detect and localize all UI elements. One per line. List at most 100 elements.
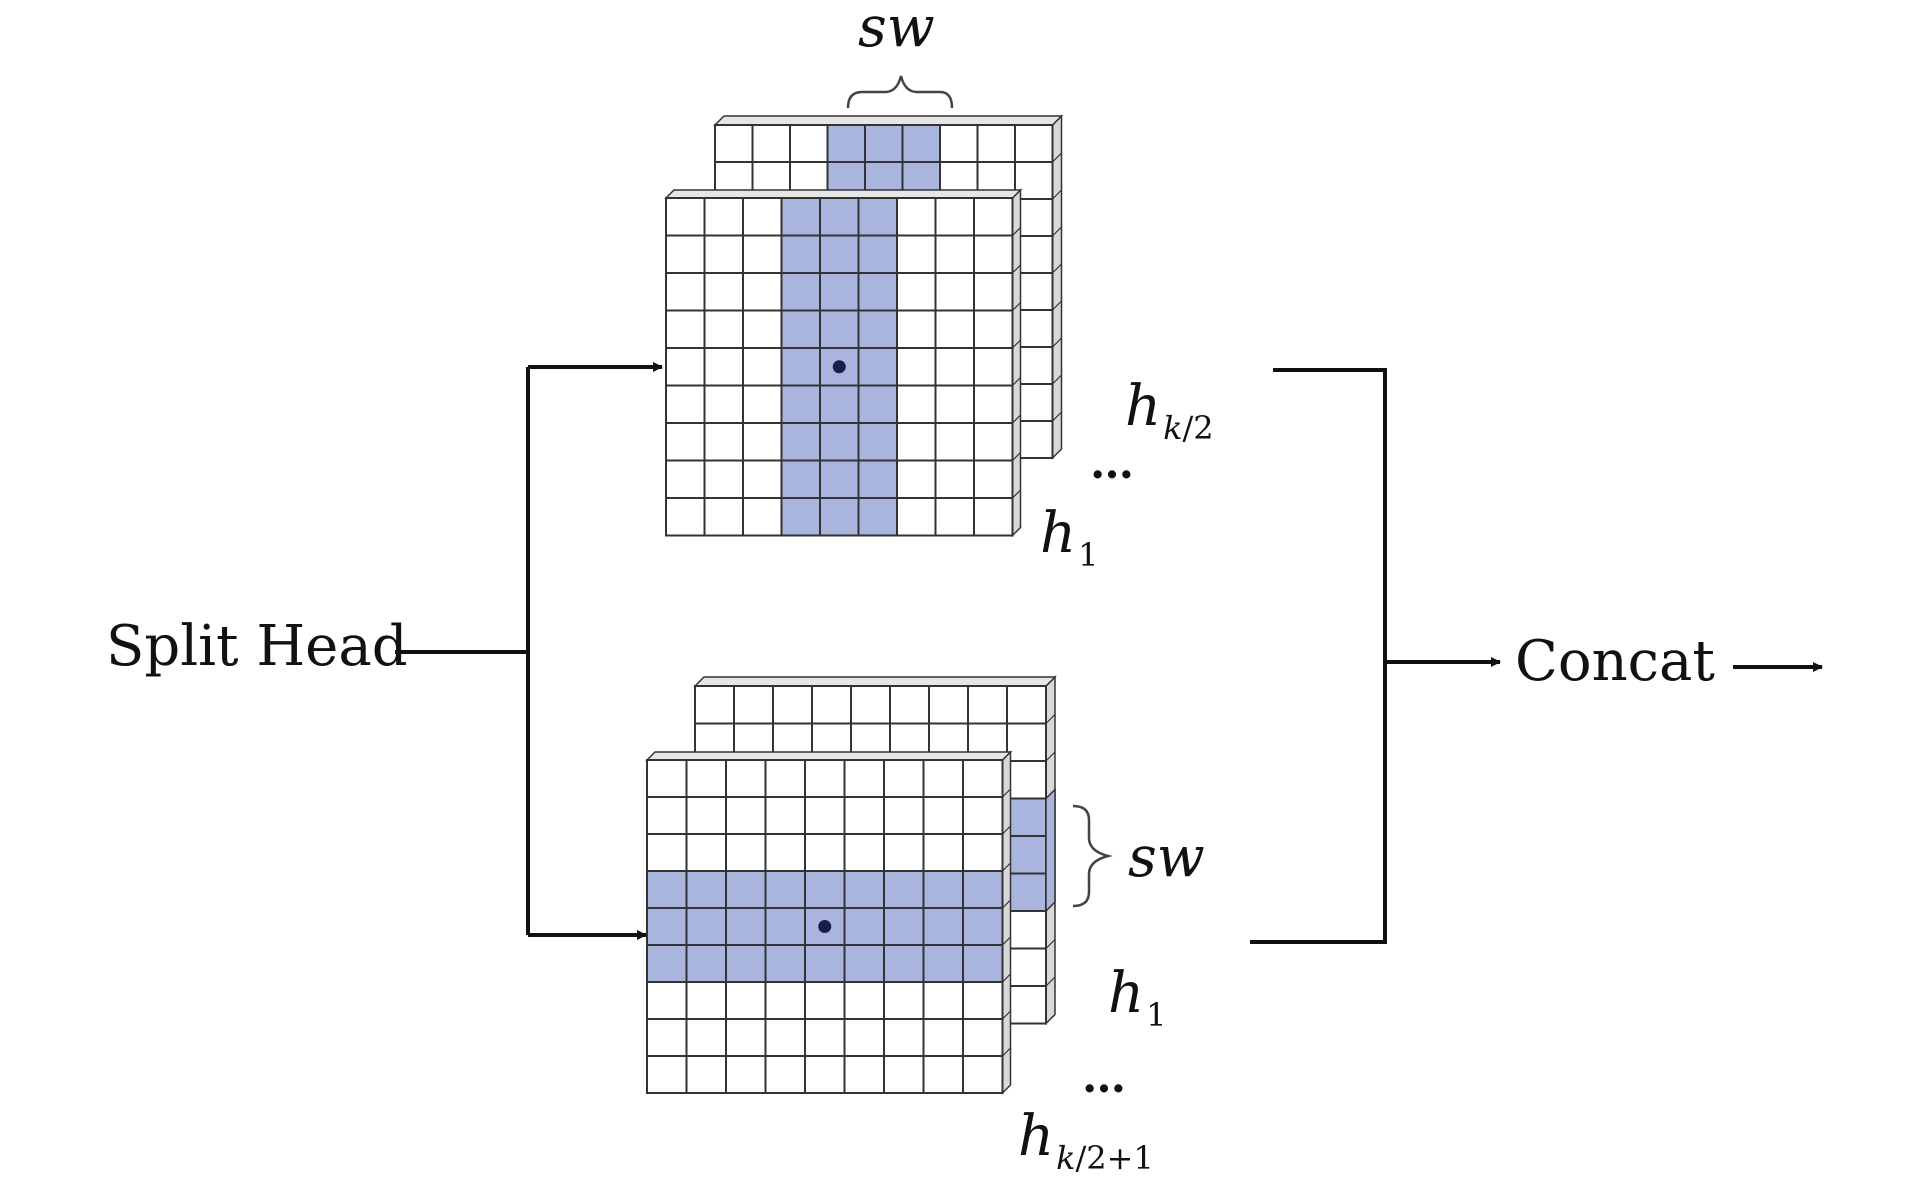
grid-cell — [703, 422, 744, 462]
grid-cell — [883, 759, 925, 798]
grid-cell-highlighted — [819, 197, 860, 237]
vertical-stripe-head-group — [664, 114, 1064, 538]
grid-cell-highlighted — [819, 272, 860, 312]
grid-cell — [665, 234, 706, 274]
grid-cell — [703, 272, 744, 312]
grid-cell — [1006, 947, 1047, 987]
grid-cell — [665, 384, 706, 424]
grid-cell — [694, 685, 735, 725]
grid-cell-highlighted — [780, 459, 821, 499]
grid-cell — [764, 981, 806, 1020]
grid-side-face — [1051, 114, 1063, 460]
grid-cell-highlighted — [857, 197, 898, 237]
grid-cell — [665, 459, 706, 499]
split-connector — [395, 362, 663, 940]
grid-cell — [976, 124, 1016, 163]
grid-cell — [922, 981, 964, 1020]
grid-cell — [934, 422, 975, 462]
grid-cell — [742, 347, 783, 387]
grid-side-line — [1012, 302, 1021, 311]
grid-cell — [646, 981, 688, 1020]
grid-cell-highlighted — [780, 234, 821, 274]
grid-cell — [1006, 722, 1047, 762]
horizontal-stripe-head-group — [645, 675, 1057, 1095]
grid-cell — [922, 796, 964, 835]
grid-cell-highlighted — [685, 944, 727, 983]
grid-cell — [973, 459, 1014, 499]
grid-cell-highlighted — [843, 944, 885, 983]
grid-cell-highlighted — [764, 944, 806, 983]
grid-cell — [843, 1055, 885, 1094]
grid-cell-highlighted — [857, 272, 898, 312]
grid-cell — [764, 833, 806, 872]
grid-cell-highlighted — [864, 124, 904, 163]
grid-cell — [883, 1055, 925, 1094]
grid-cell — [883, 1018, 925, 1057]
grid-cell-highlighted — [819, 234, 860, 274]
grid-cell — [804, 981, 846, 1020]
grid-cell — [934, 309, 975, 349]
grid-cell — [665, 347, 706, 387]
grid-cell-highlighted — [857, 422, 898, 462]
grid-cell — [939, 124, 979, 163]
grid-cell — [685, 1055, 727, 1094]
ellipsis-bottom: … — [1082, 1052, 1126, 1103]
grid-cell-highlighted — [780, 347, 821, 387]
grid-cell-highlighted — [819, 384, 860, 424]
grid-cell — [742, 309, 783, 349]
grid-cell-highlighted — [883, 870, 925, 909]
grid-cell — [665, 309, 706, 349]
grid-cell — [1006, 910, 1047, 950]
grid-cell — [703, 497, 744, 537]
grid-cell — [889, 685, 930, 725]
grid-cell-highlighted — [780, 272, 821, 312]
grid-cell — [703, 347, 744, 387]
grid-cell-highlighted — [804, 870, 846, 909]
grid-cell-highlighted — [646, 907, 688, 946]
concat-connector — [1250, 368, 1823, 944]
grid-cell-highlighted — [922, 870, 964, 909]
grid-side-line — [1002, 1010, 1011, 1020]
grid-cell — [973, 497, 1014, 537]
grid-side-line — [1052, 374, 1062, 385]
grid-cell — [922, 1018, 964, 1057]
grid-side-line — [1045, 751, 1056, 762]
grid-cell — [843, 759, 885, 798]
grid-cell — [883, 796, 925, 835]
grid-cell-highlighted — [883, 907, 925, 946]
grid-cell — [962, 981, 1004, 1020]
grid-cell — [685, 796, 727, 835]
grid-cell — [742, 422, 783, 462]
grid-cell — [896, 497, 937, 537]
grid-cell — [843, 981, 885, 1020]
grid-side-line — [1012, 264, 1021, 274]
grid-cell — [934, 272, 975, 312]
grid-side-line — [1002, 825, 1011, 835]
grid-cell — [804, 759, 846, 798]
grid-cell — [725, 833, 767, 872]
grid-side-line — [1045, 939, 1056, 949]
grid-side-highlight — [1045, 787, 1056, 913]
grid-cell — [646, 1055, 688, 1094]
grid-cell — [725, 796, 767, 835]
grid-cell — [973, 272, 1014, 312]
grid-cell-highlighted — [646, 944, 688, 983]
grid-cell — [703, 197, 744, 237]
head-label-top-back: hk/2 — [1125, 374, 1214, 447]
grid-cell — [714, 124, 754, 163]
grid-cell — [646, 1018, 688, 1057]
grid-cell — [646, 759, 688, 798]
grid-cell — [772, 685, 813, 725]
grid-cell — [973, 234, 1014, 274]
grid-cell — [843, 1018, 885, 1057]
grid-cell — [934, 234, 975, 274]
grid-cell-highlighted — [764, 907, 806, 946]
grid-cell-highlighted — [857, 347, 898, 387]
grid-cell — [962, 796, 1004, 835]
concat-label: Concat — [1515, 629, 1715, 694]
grid-cell — [685, 1018, 727, 1057]
grid-cell — [1006, 760, 1047, 800]
grid-cell — [934, 197, 975, 237]
grid-cell — [804, 1055, 846, 1094]
grid-cell-highlighted — [685, 870, 727, 909]
